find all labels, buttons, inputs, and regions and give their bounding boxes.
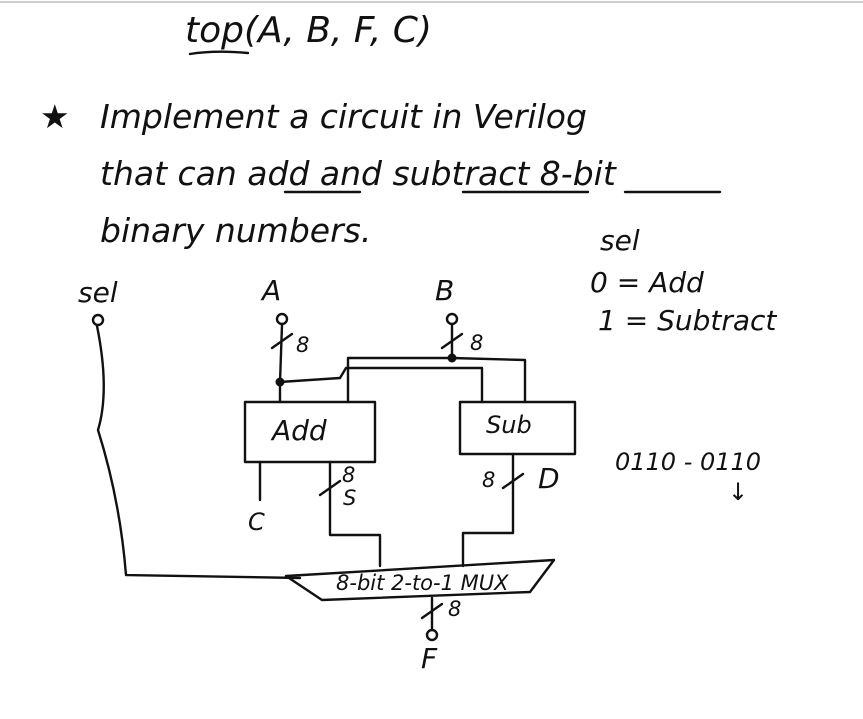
adder-block	[243, 400, 377, 464]
f-bus-slash	[420, 602, 444, 620]
legend-row-subtract: 1 = Subtract	[598, 304, 777, 337]
a-bus-width: 8	[296, 333, 309, 357]
d-wire	[461, 452, 515, 568]
d-bus-width: 8	[482, 468, 495, 492]
a-bus-slash	[270, 332, 294, 350]
s-bus-width: 8	[342, 463, 355, 487]
note-expression: 0110 - 0110	[615, 448, 761, 476]
mux-label: 8-bit 2-to-1 MUX	[336, 571, 509, 595]
b-bus-width: 8	[470, 331, 483, 355]
subtractor-label: Sub	[486, 411, 532, 439]
b-to-sub	[450, 356, 527, 404]
b-bus-slash	[440, 332, 464, 350]
s-label: S	[343, 486, 356, 510]
b-port	[445, 312, 459, 326]
f-port	[425, 628, 439, 642]
module-title: top(A, B, F, C)	[185, 10, 432, 51]
a-to-sub	[278, 366, 484, 404]
b-label: B	[435, 274, 454, 307]
s-wire	[328, 460, 382, 568]
adder-label: Add	[270, 414, 327, 447]
note-arrow: ↓	[728, 478, 748, 506]
subtractor-block	[458, 400, 577, 456]
task-line-2: that can add and subtract 8-bit	[100, 154, 617, 193]
task-star: ★	[40, 97, 70, 136]
sel-label: sel	[78, 276, 118, 309]
d-bus-slash	[501, 472, 525, 490]
a-wire	[278, 323, 284, 384]
task-line-3: binary numbers.	[100, 211, 371, 250]
sel-wire	[95, 324, 302, 580]
sel-port	[91, 313, 105, 327]
task-line-1: Implement a circuit in Verilog	[100, 97, 587, 136]
f-label: F	[421, 642, 438, 675]
d-label: D	[538, 462, 560, 495]
b-to-add	[346, 356, 454, 404]
a-port	[275, 312, 289, 326]
f-bus-width: 8	[448, 597, 461, 621]
legend-heading: sel	[600, 224, 640, 257]
title-underline	[188, 50, 250, 56]
a-label: A	[260, 274, 281, 307]
mux-block	[284, 558, 556, 602]
legend-row-add: 0 = Add	[590, 266, 704, 299]
s-bus-slash	[318, 479, 342, 497]
c-label: C	[248, 508, 265, 536]
